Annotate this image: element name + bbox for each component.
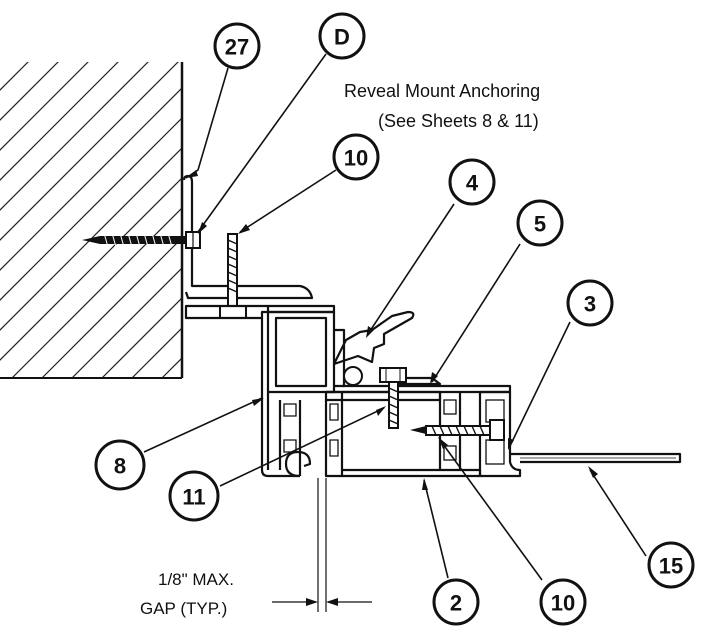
callout-27-label: 27 — [225, 35, 249, 60]
callout-2-label: 2 — [450, 591, 462, 616]
callout-5-label: 5 — [534, 212, 546, 237]
callout-15-label: 15 — [659, 554, 683, 579]
leader-lines — [143, 53, 647, 581]
callout-8-label: 8 — [114, 454, 126, 479]
callout-10-bottom-label: 10 — [551, 591, 575, 616]
callout-4: 4 — [448, 158, 496, 206]
callout-3-label: 3 — [584, 292, 596, 317]
callout-d: D — [318, 12, 366, 60]
gasket-4 — [332, 310, 415, 366]
note-gap-line1: 1/8" MAX. — [158, 570, 234, 589]
wall-hatching — [0, 62, 182, 378]
fastener-10-bottom — [410, 419, 505, 441]
fastener-11 — [379, 367, 407, 429]
wall-section — [0, 62, 184, 379]
callout-3: 3 — [566, 279, 614, 327]
anchor-screw-d — [82, 231, 201, 249]
callout-10-top: 10 — [332, 133, 380, 181]
gap-dimension — [272, 478, 372, 612]
note-reveal-mount-line1: Reveal Mount Anchoring — [344, 81, 540, 101]
glass-pane-15 — [510, 452, 682, 464]
note-reveal-mount-line2: (See Sheets 8 & 11) — [378, 111, 539, 131]
callout-10-top-label: 10 — [344, 146, 368, 171]
callout-5: 5 — [516, 199, 564, 247]
callout-2: 2 — [432, 578, 480, 626]
hook-detail — [284, 450, 312, 478]
callout-d-label: D — [334, 25, 350, 50]
callout-11-label: 11 — [182, 485, 205, 510]
callout-11: 11 — [168, 470, 220, 522]
note-gap-line2: GAP (TYP.) — [140, 599, 227, 618]
callout-27: 27 — [213, 22, 261, 70]
anchor-clip-27 — [182, 174, 314, 300]
callout-4-label: 4 — [466, 171, 479, 196]
frame-profile-8 — [184, 304, 442, 478]
callout-10-bottom: 10 — [539, 578, 587, 626]
gasket-bulb — [343, 366, 363, 386]
callout-15: 15 — [647, 541, 695, 589]
callout-8: 8 — [94, 439, 146, 491]
